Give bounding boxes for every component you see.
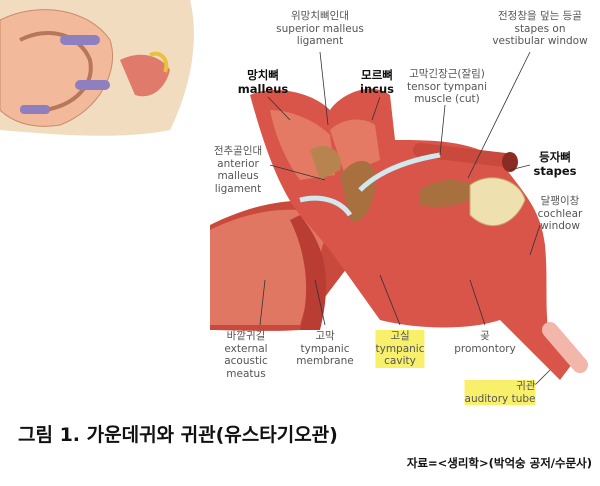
label-tensor-tympani: 고막긴장근(잘림) tensor tympani muscle (cut) [407,68,487,106]
label-en: meatus [226,367,266,380]
figure-caption-title: 그림 1. 가운데귀와 귀관(유스타기오관) [18,424,338,446]
label-en: superior malleus [276,22,364,35]
label-en: promontory [454,342,516,355]
label-cochlear-window: 달팽이창 cochlear window [538,195,583,233]
label-ko: 곶 [480,330,490,342]
label-en: stapes [533,164,577,178]
figure-source: 자료=<생리학>(박억숭 공저/수문사) [406,456,592,470]
label-tympanic-cavity: 고실 tympanic cavity [375,330,425,368]
label-incus: 모르뼈 incus [360,68,394,96]
label-en: acoustic [224,355,268,367]
label-en: cavity [375,355,425,368]
label-en: tympanic [375,342,425,355]
label-en: membrane [296,355,354,367]
label-ko: 위망치뼈인대 [291,10,349,22]
label-ko: 고막 [315,330,335,342]
label-ko: 전추골인대 [213,145,263,157]
outer-ear-inset [0,0,194,136]
label-en: ligament [214,182,262,195]
label-ko: 모르뼈 [361,68,393,82]
label-en: window [540,220,580,232]
label-ko: 고막긴장근(잘림) [409,68,485,80]
label-auditory-tube: 귀관 auditory tube [464,380,536,405]
label-ko: 망치뼈 [247,68,279,82]
label-ko: 전정창을 덮는 등골 [498,10,582,22]
label-en: malleus [237,82,289,96]
label-promontory: 곶 promontory [454,330,516,355]
label-ko: 바깥귀길 [226,330,266,342]
label-external-acoustic-meatus: 바깥귀길 external acoustic meatus [224,330,268,380]
label-ko: 고실 [375,330,425,343]
label-en: auditory tube [464,392,536,405]
label-en: anterior [217,157,259,170]
label-en: incus [360,82,394,96]
label-superior-malleus-ligament: 위망치뼈인대 superior malleus ligament [276,10,364,48]
label-en: vestibular window [492,35,588,47]
label-stapes-on-vestibular-window: 전정창을 덮는 등골 stapes on vestibular window [492,10,587,48]
label-en: ligament [296,35,344,47]
label-anterior-malleus-ligament: 전추골인대 anterior malleus ligament [214,145,262,195]
label-tympanic-membrane: 고막 tympanic membrane [296,330,353,368]
label-ko: 등자뼈 [539,150,571,164]
label-en: malleus [217,170,259,182]
label-stapes: 등자뼈 stapes [534,150,577,178]
label-en: tensor tympani [406,80,488,93]
leader-lines [259,51,551,386]
label-malleus: 망치뼈 malleus [238,68,288,96]
label-ko: 달팽이창 [540,195,580,207]
label-en: external [224,342,268,355]
label-en: cochlear [537,207,583,220]
label-en: stapes on [514,22,566,35]
middle-ear-anatomy [210,88,588,380]
label-ko: 귀관 [464,380,536,393]
label-en: muscle (cut) [414,93,480,105]
label-en: tympanic [300,342,350,355]
